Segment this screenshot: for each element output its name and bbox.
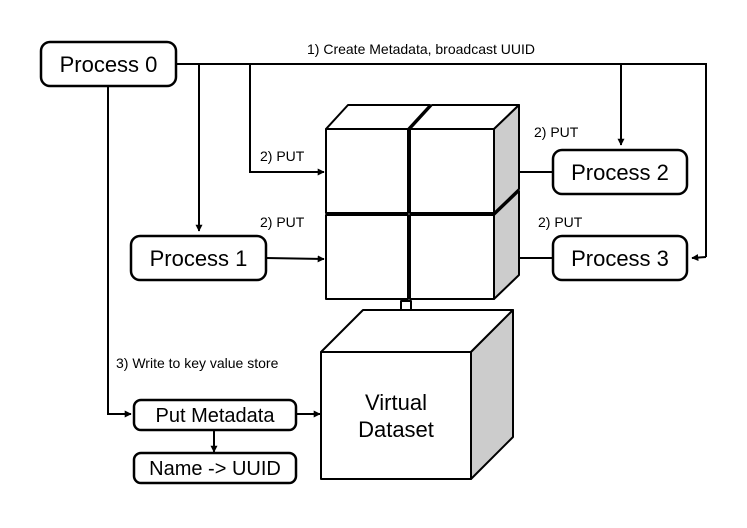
- process-0-label: Process 0: [60, 52, 158, 77]
- process-2-label: Process 2: [571, 160, 669, 185]
- step-annotations: 1) Create Metadata, broadcast UUID 2) PU…: [116, 41, 583, 371]
- cube-top-right: [409, 128, 495, 214]
- connectors: [107, 63, 707, 453]
- cube-bottom-left: [325, 214, 409, 300]
- put-metadata-box: Put Metadata: [132, 398, 298, 432]
- step-1-label: 1) Create Metadata, broadcast UUID: [307, 41, 535, 57]
- arrow-p0-to-put-metadata: [107, 86, 132, 418]
- step-3-label: 3) Write to key value store: [116, 355, 279, 371]
- arrow-p1-to-cube: [265, 255, 325, 263]
- dataset-label-line-1: Virtual: [365, 390, 427, 415]
- process-1-box: Process 1: [129, 234, 268, 282]
- dataset-front-face: [320, 351, 472, 480]
- cube-top-left: [325, 128, 409, 214]
- cube-bottom-right: [409, 214, 495, 300]
- name-uuid-box: Name -> UUID: [132, 451, 298, 485]
- name-uuid-label: Name -> UUID: [149, 458, 281, 480]
- dataset-label-line-2: Dataset: [358, 417, 434, 442]
- virtual-dataset-cube: Virtual Dataset: [320, 309, 514, 480]
- step-2-label-mid-right: 2) PUT: [538, 214, 583, 230]
- broadcast-line: [176, 63, 707, 257]
- process-2-box: Process 2: [551, 148, 689, 196]
- process-0-box: Process 0: [39, 40, 178, 88]
- arrow-p0-to-cube-top-left: [249, 64, 325, 176]
- put-metadata-label: Put Metadata: [156, 405, 276, 427]
- step-2-label-mid-left: 2) PUT: [260, 214, 305, 230]
- arrow-to-process-3: [691, 254, 707, 262]
- process-3-label: Process 3: [571, 246, 669, 271]
- chunk-cube-grid: [325, 104, 520, 300]
- step-2-label-top-right: 2) PUT: [534, 124, 579, 140]
- process-1-label: Process 1: [150, 246, 248, 271]
- step-2-label-top-left: 2) PUT: [260, 148, 305, 164]
- process-3-box: Process 3: [551, 234, 689, 282]
